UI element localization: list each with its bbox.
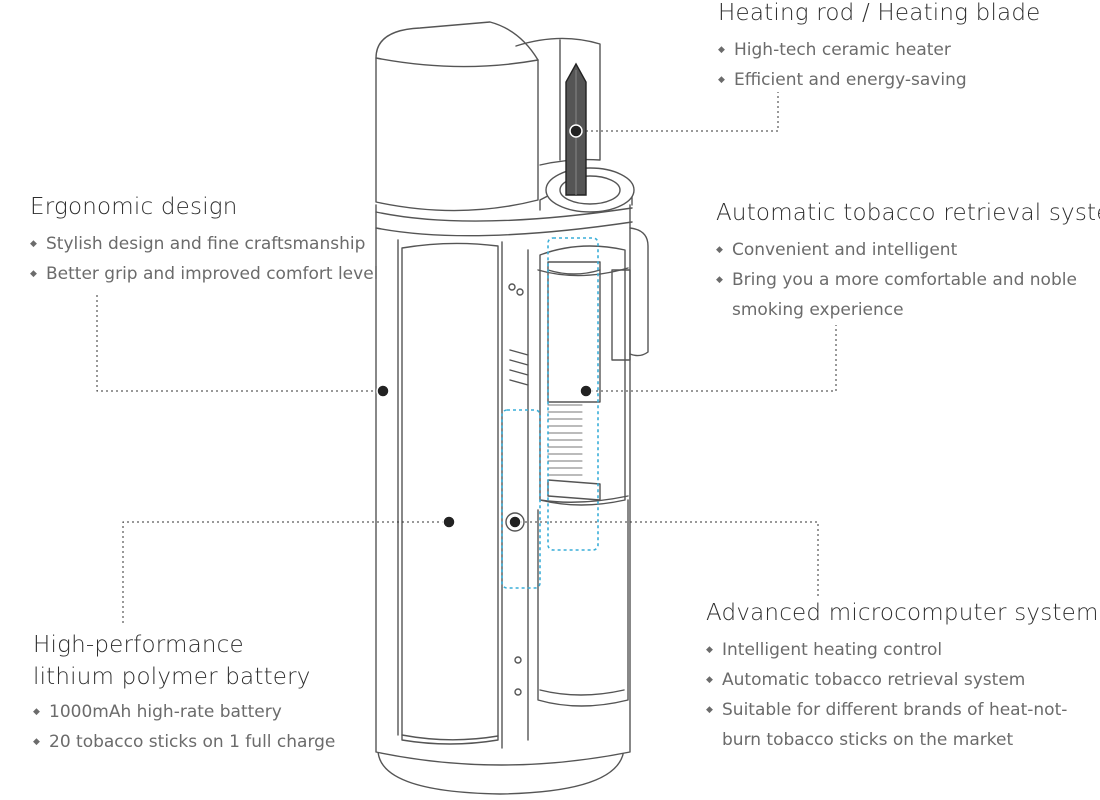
- bullet-item: Intelligent heating control: [706, 635, 1096, 665]
- feature-ergonomic-title: Ergonomic design: [30, 194, 238, 220]
- anchor-dot-retrieval: [579, 384, 593, 398]
- feature-retrieval-title: Automatic tobacco retrieval system: [716, 200, 1100, 226]
- battery-cell: [401, 242, 499, 745]
- bullet-item: Suitable for different brands of heat-no…: [706, 695, 1096, 755]
- feature-ergonomic: Ergonomic design Stylish design and fine…: [30, 192, 378, 289]
- device-cap: [375, 21, 539, 212]
- leader-microcomputer: [515, 521, 819, 598]
- bullet-item: Convenient and intelligent: [716, 235, 1094, 265]
- anchor-dot-ergonomic: [376, 384, 390, 398]
- leader-ergonomic: [96, 295, 383, 392]
- feature-heating-title: Heating rod / Heating blade: [718, 0, 1041, 26]
- bullet-item: Better grip and improved comfort level: [30, 259, 378, 289]
- leader-battery: [122, 521, 449, 625]
- feature-ergonomic-bullets: Stylish design and fine craftsmanship Be…: [30, 229, 378, 289]
- leader-heating: [576, 92, 779, 132]
- anchor-dot-battery: [442, 515, 456, 529]
- retrieval-cylinder: [547, 261, 601, 403]
- retrieval-highlight-box: [547, 237, 599, 551]
- bullet-item: 1000mAh high-rate battery: [33, 697, 353, 727]
- anchor-dot-microcomputer: [508, 515, 522, 529]
- bullet-item: 20 tobacco sticks on 1 full charge: [33, 727, 353, 757]
- leader-retrieval: [586, 325, 837, 392]
- feature-battery-bullets: 1000mAh high-rate battery 20 tobacco sti…: [33, 697, 353, 757]
- heater-chamber-ring: [545, 167, 635, 213]
- microcomputer-highlight-box: [501, 409, 541, 589]
- feature-microcomputer: Advanced microcomputer system Intelligen…: [706, 598, 1099, 755]
- feature-battery-title-line2: lithium polymer battery: [33, 664, 311, 690]
- feature-battery: High-performance lithium polymer battery…: [33, 629, 353, 757]
- feature-heating: Heating rod / Heating blade High-tech ce…: [718, 0, 1098, 95]
- feature-microcomputer-title: Advanced microcomputer system: [706, 600, 1099, 626]
- feature-retrieval-bullets: Convenient and intelligent Bring you a m…: [716, 235, 1094, 325]
- spring: [547, 404, 583, 476]
- feature-retrieval: Automatic tobacco retrieval system Conve…: [716, 198, 1100, 325]
- bullet-item: Bring you a more comfortable and noble s…: [716, 265, 1084, 325]
- bullet-item: Automatic tobacco retrieval system: [706, 665, 1096, 695]
- bullet-item: Efficient and energy-saving: [718, 65, 1098, 95]
- feature-battery-title: High-performance lithium polymer battery: [33, 629, 353, 693]
- feature-battery-title-line1: High-performance: [33, 632, 244, 658]
- feature-microcomputer-bullets: Intelligent heating control Automatic to…: [706, 635, 1096, 755]
- bullet-item: High-tech ceramic heater: [718, 35, 1098, 65]
- bullet-item: Stylish design and fine craftsmanship: [30, 229, 370, 259]
- feature-heating-bullets: High-tech ceramic heater Efficient and e…: [718, 35, 1098, 95]
- anchor-dot-heating: [569, 124, 583, 138]
